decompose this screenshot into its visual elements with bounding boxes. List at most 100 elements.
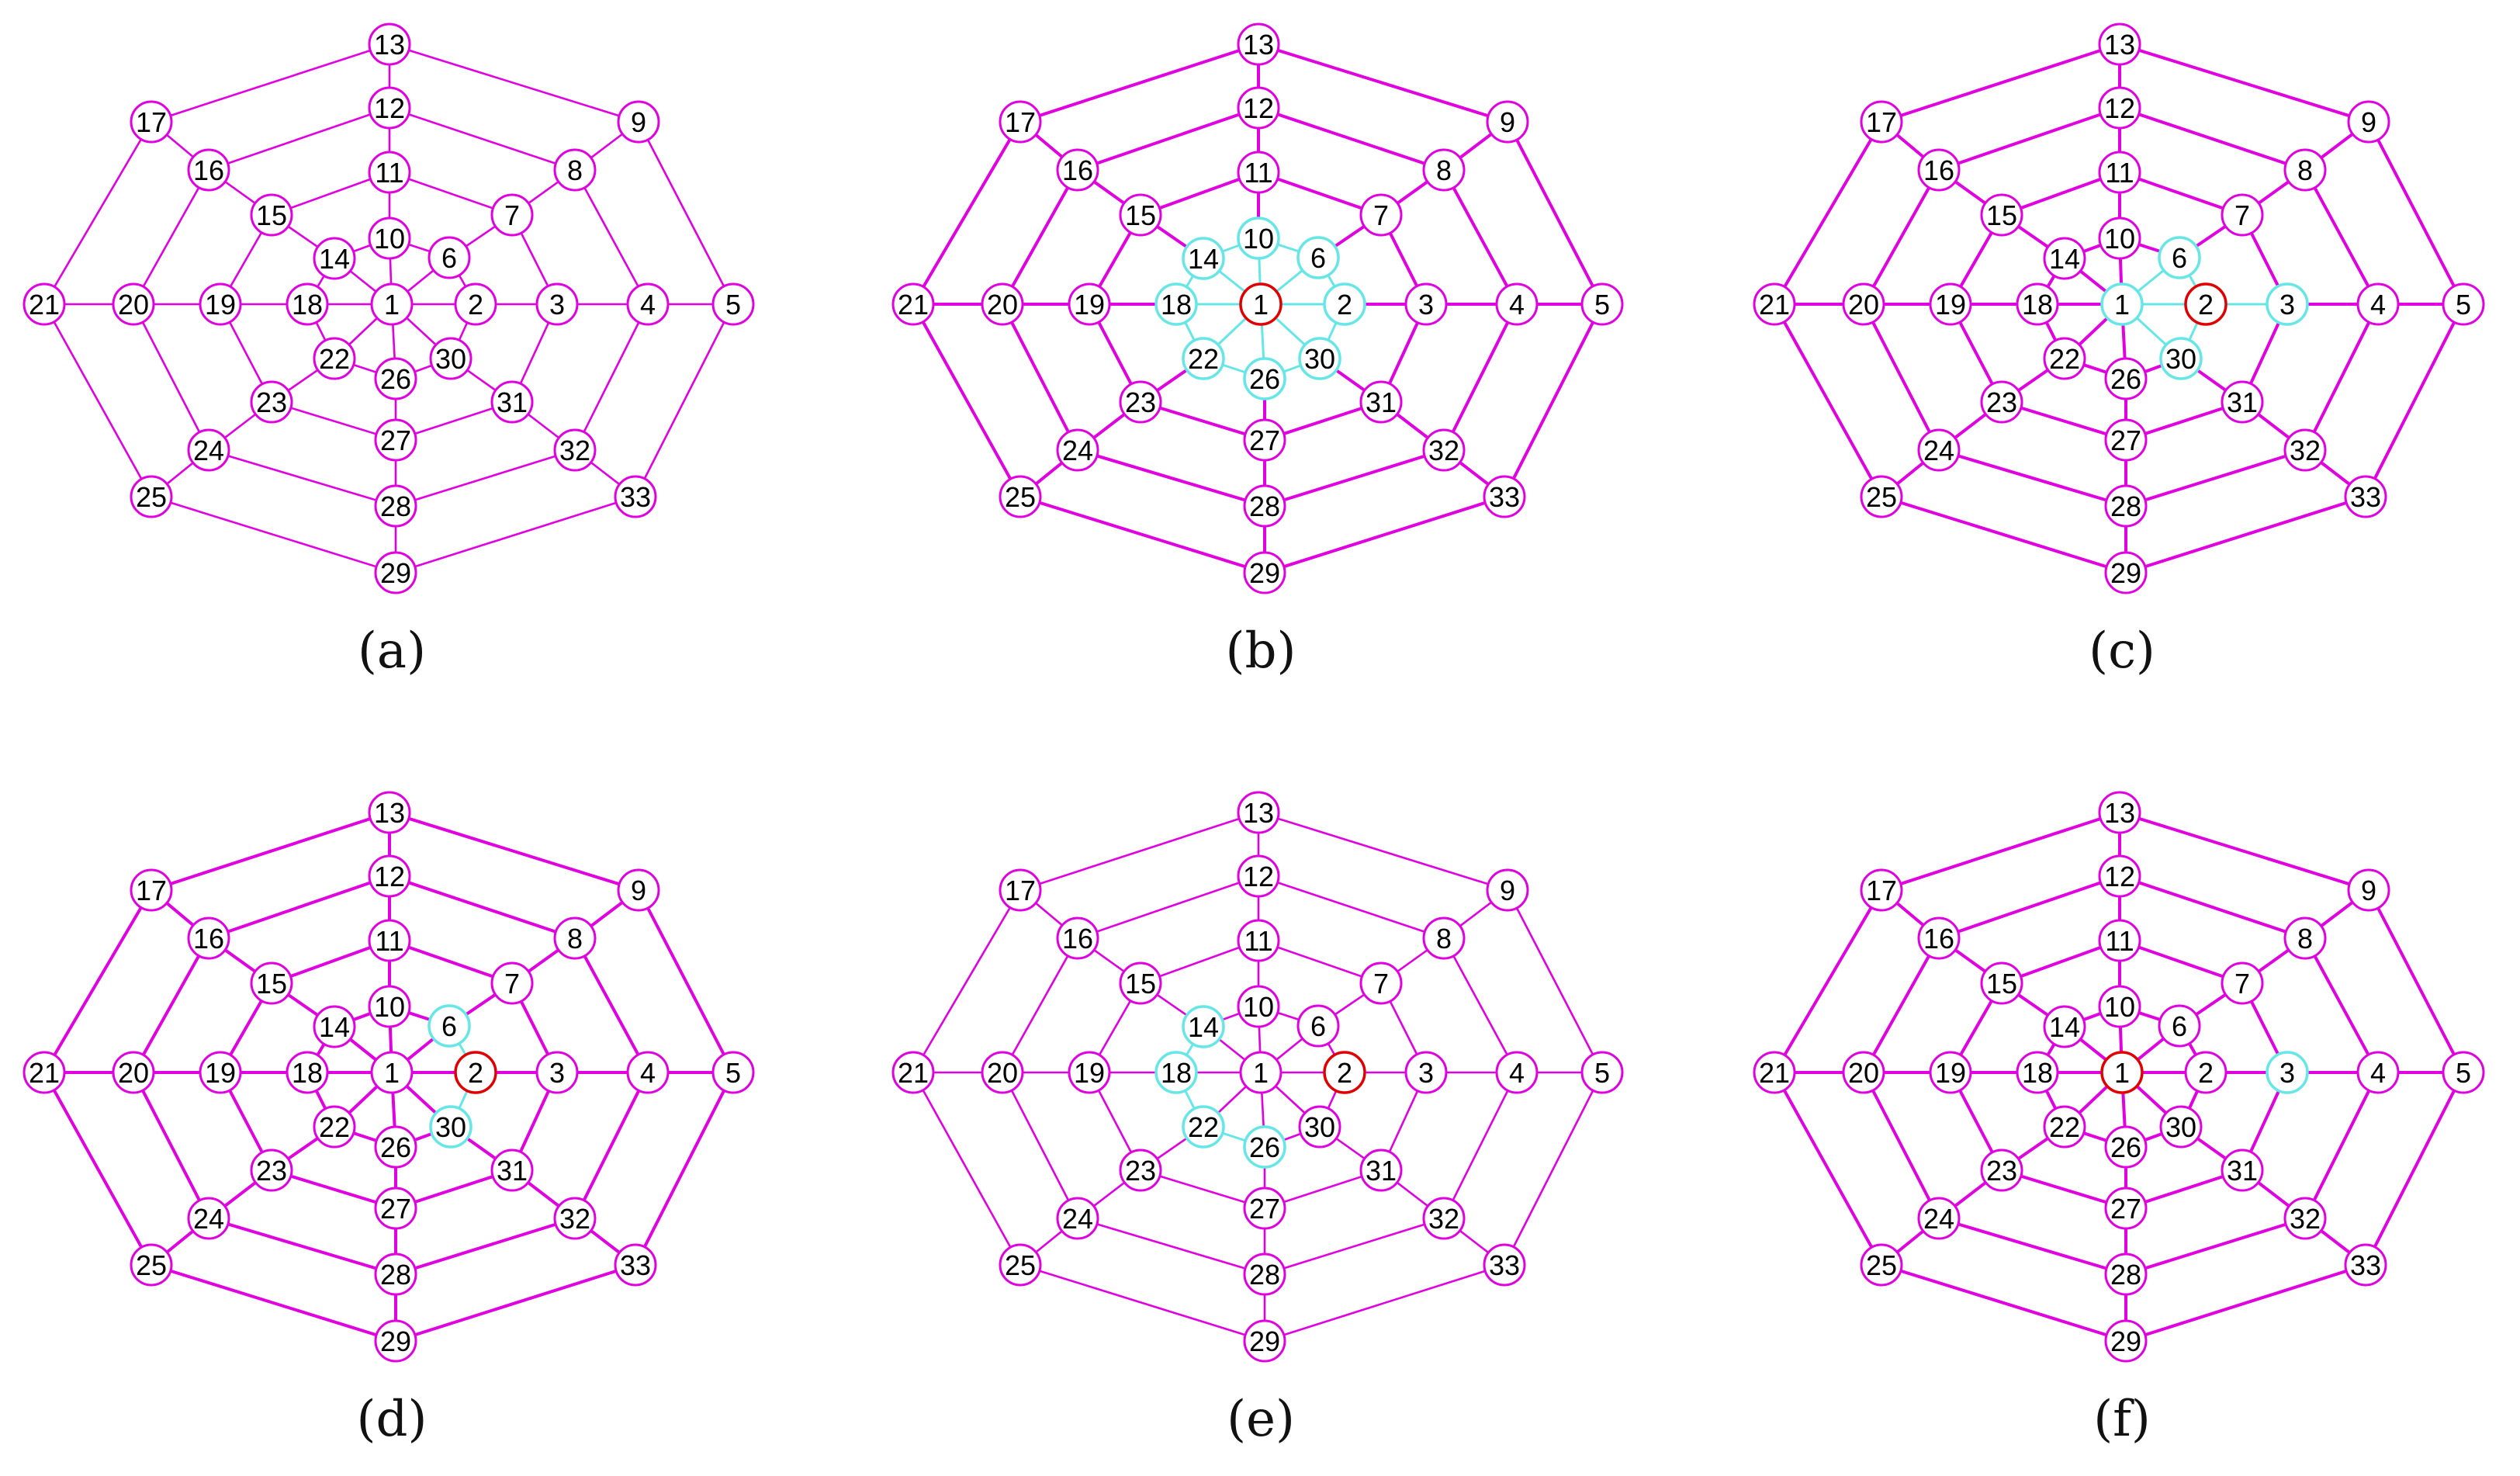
node-circle — [2104, 1253, 2148, 1296]
node-label: 11 — [375, 925, 403, 957]
node-13: 13 — [1237, 791, 1280, 834]
node-circle — [1237, 854, 1280, 898]
node-circle — [1860, 868, 1903, 912]
edge-4-8 — [2304, 169, 2380, 305]
node-label: 5 — [1594, 1057, 1610, 1089]
node-circle — [999, 475, 1042, 518]
edge-23-27 — [1140, 1169, 1265, 1210]
panel-caption: (a) — [358, 622, 426, 680]
node-label: 10 — [2104, 991, 2135, 1023]
node-label: 14 — [319, 243, 350, 275]
node-12: 12 — [368, 854, 411, 898]
node-11: 11 — [2098, 151, 2141, 194]
node-circle — [2016, 282, 2059, 326]
edge-28-32 — [395, 1217, 576, 1276]
node-circle — [286, 1051, 329, 1094]
node-label: 11 — [375, 157, 403, 189]
node-circle — [626, 282, 670, 326]
node-circle — [2221, 193, 2264, 237]
node-label: 24 — [193, 1203, 224, 1235]
node-label: 23 — [1125, 1155, 1156, 1187]
node-circle — [614, 475, 657, 518]
edge-20-24 — [132, 303, 210, 451]
node-label: 9 — [2361, 875, 2376, 906]
node-10: 10 — [1237, 217, 1280, 260]
node-14: 14 — [313, 237, 356, 280]
node-13: 13 — [2098, 791, 2141, 834]
edge-32-4 — [1442, 1072, 1518, 1219]
node-23: 23 — [1119, 1149, 1162, 1192]
node-circle — [368, 151, 411, 194]
node-circle — [250, 1149, 293, 1192]
edge-12-16 — [208, 875, 390, 940]
node-11: 11 — [2098, 919, 2141, 962]
node-circle — [1422, 148, 1466, 192]
node-label: 22 — [2049, 343, 2080, 375]
node-label: 25 — [1866, 1249, 1897, 1281]
node-14: 14 — [2043, 237, 2086, 280]
node-label: 6 — [441, 1010, 457, 1042]
edge-25-29 — [151, 495, 396, 574]
node-32: 32 — [1422, 1197, 1466, 1240]
node-label: 7 — [1373, 968, 1389, 1000]
node-circle — [286, 282, 329, 326]
edge-32-4 — [2304, 303, 2380, 451]
node-label: 1 — [2114, 1057, 2130, 1089]
node-label: 9 — [631, 875, 646, 906]
node-label: 4 — [640, 289, 656, 320]
node-label: 8 — [567, 923, 583, 955]
node-circle — [2104, 1125, 2148, 1169]
node-18: 18 — [1154, 1051, 1198, 1094]
node-3: 3 — [535, 282, 579, 326]
node-circle — [112, 282, 155, 326]
node-circle — [313, 1105, 356, 1149]
node-circle — [1980, 193, 2023, 237]
node-circle — [2104, 357, 2148, 400]
node-circle — [1243, 357, 1286, 400]
node-28: 28 — [2104, 484, 2148, 528]
node-circle — [22, 1051, 66, 1094]
node-circle — [1243, 1187, 1286, 1230]
node-label: 26 — [2110, 1131, 2141, 1163]
node-31: 31 — [2221, 380, 2264, 424]
node-circle — [2356, 1051, 2400, 1094]
edge-7-11 — [1258, 939, 1382, 985]
node-label: 9 — [1500, 106, 1515, 138]
node-label: 31 — [2227, 1155, 2258, 1187]
node-label: 16 — [1923, 923, 1954, 955]
node-circle — [617, 868, 660, 912]
node-2: 2 — [1323, 1051, 1366, 1094]
node-26: 26 — [2104, 357, 2148, 400]
node-circle — [1296, 1004, 1340, 1048]
node-circle — [1860, 475, 1903, 518]
node-circle — [429, 337, 472, 380]
edge-17-21 — [43, 121, 153, 305]
edge-4-8 — [1442, 169, 1518, 305]
node-label: 8 — [2297, 923, 2313, 955]
node-circle — [199, 282, 242, 326]
node-2: 2 — [2184, 1051, 2228, 1094]
node-circle — [187, 148, 230, 192]
node-circle — [368, 854, 411, 898]
node-circle — [2283, 148, 2327, 192]
node-circle — [490, 380, 534, 424]
edge-24-28 — [1077, 449, 1265, 508]
node-label: 28 — [1249, 490, 1280, 522]
edge-8-12 — [389, 106, 576, 172]
node-circle — [1119, 1149, 1162, 1192]
node-label: 27 — [380, 424, 411, 456]
node-7: 7 — [2221, 193, 2264, 237]
edge-16-20 — [1862, 169, 1940, 305]
node-label: 18 — [2022, 1057, 2053, 1089]
node-label: 1 — [2114, 289, 2130, 320]
node-label: 33 — [1489, 1249, 1520, 1281]
node-label: 21 — [898, 289, 929, 320]
node-label: 30 — [2165, 1111, 2196, 1143]
node-circle — [1182, 1105, 1225, 1149]
node-circle — [1404, 282, 1448, 326]
node-circle — [1486, 100, 1529, 144]
edge-8-12 — [2119, 106, 2306, 172]
node-label: 31 — [1366, 386, 1397, 418]
node-circle — [1842, 282, 1885, 326]
